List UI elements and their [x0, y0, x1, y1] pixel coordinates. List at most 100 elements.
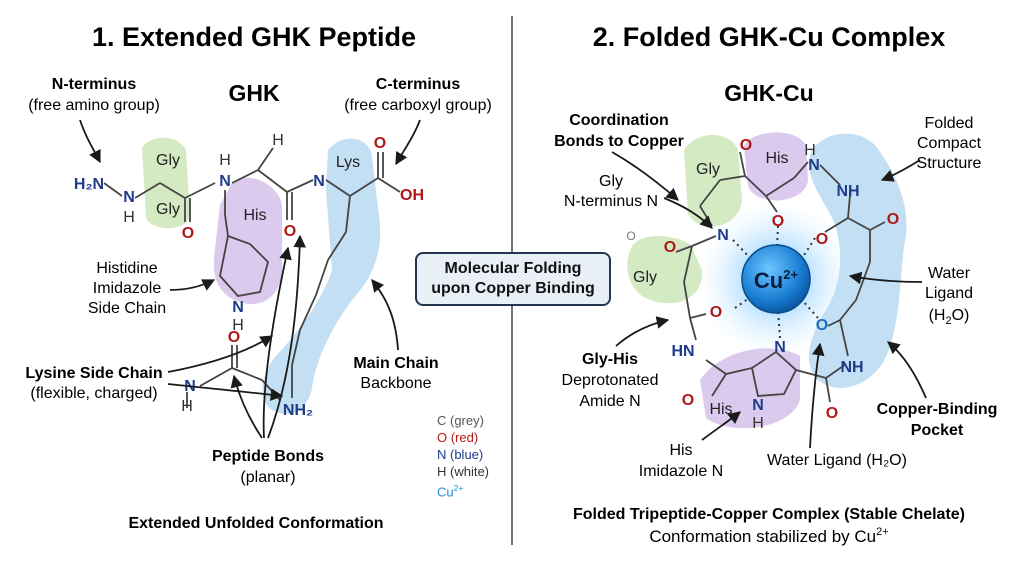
atom-n: N: [752, 397, 764, 414]
atom-hn: HN: [671, 343, 694, 360]
right-labels: Coordination Bonds to Copper Gly N-termi…: [554, 112, 997, 546]
atom-o: O: [284, 223, 296, 240]
label-histidine: Histidine: [96, 260, 157, 277]
right-title: 2. Folded GHK-Cu Complex: [593, 22, 946, 52]
label-copper-binding: Copper-Binding: [877, 401, 998, 418]
atom-n: N: [808, 157, 820, 174]
label-side-chain: Side Chain: [88, 300, 166, 317]
label-compact: Compact: [917, 135, 982, 152]
right-bonds: [675, 151, 886, 403]
label-folded: Folded: [925, 115, 974, 132]
right-arrows: [611, 151, 927, 449]
label-n-terminus-sub: (free amino group): [28, 97, 160, 114]
legend-copper: Cu2+: [437, 483, 464, 500]
atom-oh: OH: [400, 187, 424, 204]
label-lysine-sub: (flexible, charged): [30, 385, 157, 402]
label-water-ligand: Water Ligand (H₂O): [767, 452, 907, 469]
atom-o-small: O: [626, 229, 635, 243]
atom-o: O: [887, 211, 899, 228]
residue-lys: Lys: [336, 154, 360, 171]
copper-ion: [741, 244, 811, 314]
atom-o: O: [710, 304, 722, 321]
residue-his: His: [243, 207, 266, 224]
atom-h: H: [752, 415, 764, 432]
callout-line-1: Molecular Folding: [444, 260, 582, 277]
legend-oxygen: O (red): [437, 430, 479, 445]
atom-o: O: [816, 231, 828, 248]
legend-hydrogen: H (white): [437, 464, 490, 479]
atom-h: H: [181, 398, 193, 415]
callout-line-2: upon Copper Binding: [431, 280, 595, 297]
atom-n: N: [219, 173, 231, 190]
label-h2o: (H2O): [929, 307, 970, 327]
label-n-terminus-n: N-terminus N: [564, 193, 658, 210]
his-highlight: [700, 348, 800, 429]
right-residues: Gly His Gly His: [633, 150, 789, 418]
label-imidazole: Imidazole: [93, 280, 162, 297]
label-backbone: Backbone: [360, 375, 431, 392]
atom-o: O: [182, 225, 194, 242]
residue-his: His: [709, 401, 732, 418]
atom-o: O: [374, 135, 386, 152]
residue-his: His: [765, 150, 788, 167]
right-molecule-label: GHK-Cu: [724, 80, 813, 106]
residue-gly: Gly: [696, 161, 720, 178]
copper-label: Cu2+: [754, 267, 799, 293]
left-bonds: [103, 147, 401, 408]
label-water: Water: [928, 265, 971, 282]
label-c-terminus-sub: (free carboxyl group): [344, 97, 492, 114]
label-main-chain: Main Chain: [353, 355, 438, 372]
label-deprotonated: Deprotonated: [562, 372, 659, 389]
label-pocket: Pocket: [911, 422, 964, 439]
residue-gly: Gly: [156, 201, 180, 218]
left-labels: N-terminus (free amino group) C-terminus…: [25, 76, 491, 532]
label-bonds-to-copper: Bonds to Copper: [554, 133, 684, 150]
atom-o: O: [826, 405, 838, 422]
residue-gly: Gly: [633, 269, 657, 286]
label-peptide-bonds: Peptide Bonds: [212, 448, 324, 465]
label-n-terminus: N-terminus: [52, 76, 137, 93]
label-amide-n: Amide N: [579, 393, 640, 410]
atom-nh: NH: [840, 359, 863, 376]
left-title: 1. Extended GHK Peptide: [92, 22, 416, 52]
atom-color-legend: C (grey) O (red) N (blue) H (white) Cu2+: [437, 412, 527, 500]
label-c-terminus: C-terminus: [376, 76, 461, 93]
atom-n: N: [232, 299, 244, 316]
atom-o-water: O: [816, 317, 828, 334]
atom-o: O: [664, 239, 676, 256]
gly-highlight: [684, 135, 742, 227]
atom-nh2: NH₂: [283, 402, 313, 419]
legend-nitrogen: N (blue): [437, 447, 484, 462]
right-caption-1: Folded Tripeptide-Copper Complex (Stable…: [573, 506, 965, 523]
label-ligand: Ligand: [925, 285, 973, 302]
left-caption: Extended Unfolded Conformation: [128, 515, 383, 532]
atom-n: N: [123, 189, 135, 206]
left-atoms: H₂N N H O N H H O N O OH N H O N H NH₂: [74, 132, 424, 419]
gly-highlight: [142, 137, 190, 229]
left-arrows: [79, 119, 421, 439]
atom-n: N: [313, 173, 325, 190]
right-caption-2: Conformation stabilized by Cu2+: [649, 526, 888, 546]
his-highlight: [744, 132, 808, 201]
left-molecule-label: GHK: [228, 80, 280, 106]
atom-h2n: H₂N: [74, 176, 104, 193]
label-structure: Structure: [917, 155, 982, 172]
his-highlight: [213, 177, 283, 305]
atom-o: O: [772, 213, 784, 230]
atom-h: H: [272, 132, 284, 149]
label-coordination: Coordination: [569, 112, 669, 129]
atom-n: N: [774, 339, 786, 356]
label-imidazole-n: Imidazole N: [639, 463, 723, 480]
label-his: His: [669, 442, 692, 459]
gly-highlight: [627, 236, 703, 304]
residue-gly: Gly: [156, 152, 180, 169]
folding-callout: Molecular Folding upon Copper Binding: [415, 252, 611, 306]
legend-carbon: C (grey): [437, 413, 484, 428]
atom-o: O: [740, 137, 752, 154]
label-gly-his: Gly-His: [582, 351, 638, 368]
right-atoms: O O H N NH N O O O O O O HN N N H O O NH: [626, 137, 899, 432]
atom-h: H: [232, 317, 244, 334]
atom-h: H: [804, 142, 816, 159]
